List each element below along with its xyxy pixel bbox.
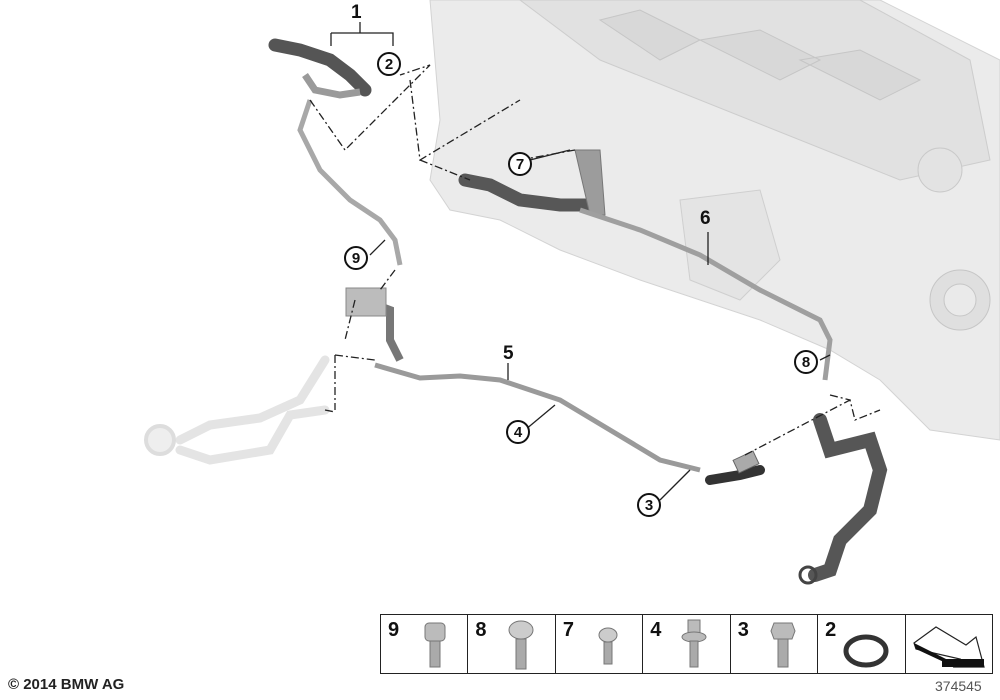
hex-bolt-icon <box>770 622 796 668</box>
small-screw-icon <box>598 627 618 665</box>
parts-legend: 9 8 7 4 3 2 <box>380 614 993 674</box>
socket-head-bolt-icon <box>424 622 446 668</box>
callout-4[interactable]: 4 <box>506 420 530 444</box>
hose-part-1 <box>268 38 403 266</box>
legend-item-8[interactable]: 8 <box>468 615 556 673</box>
legend-number: 8 <box>475 619 487 641</box>
legend-item-7[interactable]: 7 <box>556 615 644 673</box>
hose-part-7 <box>458 149 606 216</box>
ghost-pipe-assembly <box>144 355 330 465</box>
legend-item-2[interactable]: 2 <box>818 615 906 673</box>
legend-number: 2 <box>825 619 837 641</box>
diagram-id: 374545 <box>935 678 982 694</box>
hose-large <box>808 413 888 582</box>
callout-6[interactable]: 6 <box>700 208 711 229</box>
pipe-part-6 <box>579 207 833 381</box>
callout-8[interactable]: 8 <box>794 350 818 374</box>
legend-item-9[interactable]: 9 <box>381 615 469 673</box>
callout-leaders <box>330 22 831 501</box>
legend-number: 4 <box>650 619 662 641</box>
legend-item-3[interactable]: 3 <box>731 615 819 673</box>
legend-number: 3 <box>737 619 749 641</box>
callout-2[interactable]: 2 <box>377 52 401 76</box>
o-ring-icon <box>843 634 889 668</box>
callout-5[interactable]: 5 <box>503 343 514 364</box>
round-head-bolt-icon <box>508 620 534 670</box>
copyright-text: © 2014 BMW AG <box>8 676 125 693</box>
callout-1[interactable]: 1 <box>351 2 362 23</box>
legend-number: 7 <box>562 619 574 641</box>
hose-part-3 <box>705 465 765 485</box>
legend-item-4[interactable]: 4 <box>643 615 731 673</box>
callout-7[interactable]: 7 <box>508 152 532 176</box>
engine-block <box>429 0 1000 441</box>
legend-item-arrow[interactable] <box>906 615 992 673</box>
washer-bolt-icon <box>681 619 707 668</box>
pipe-part-5 <box>345 287 701 473</box>
callout-9[interactable]: 9 <box>344 246 368 270</box>
navigation-arrow-icon <box>912 626 985 668</box>
legend-number: 9 <box>388 619 400 641</box>
leader-lines <box>309 64 881 456</box>
callout-3[interactable]: 3 <box>637 493 661 517</box>
